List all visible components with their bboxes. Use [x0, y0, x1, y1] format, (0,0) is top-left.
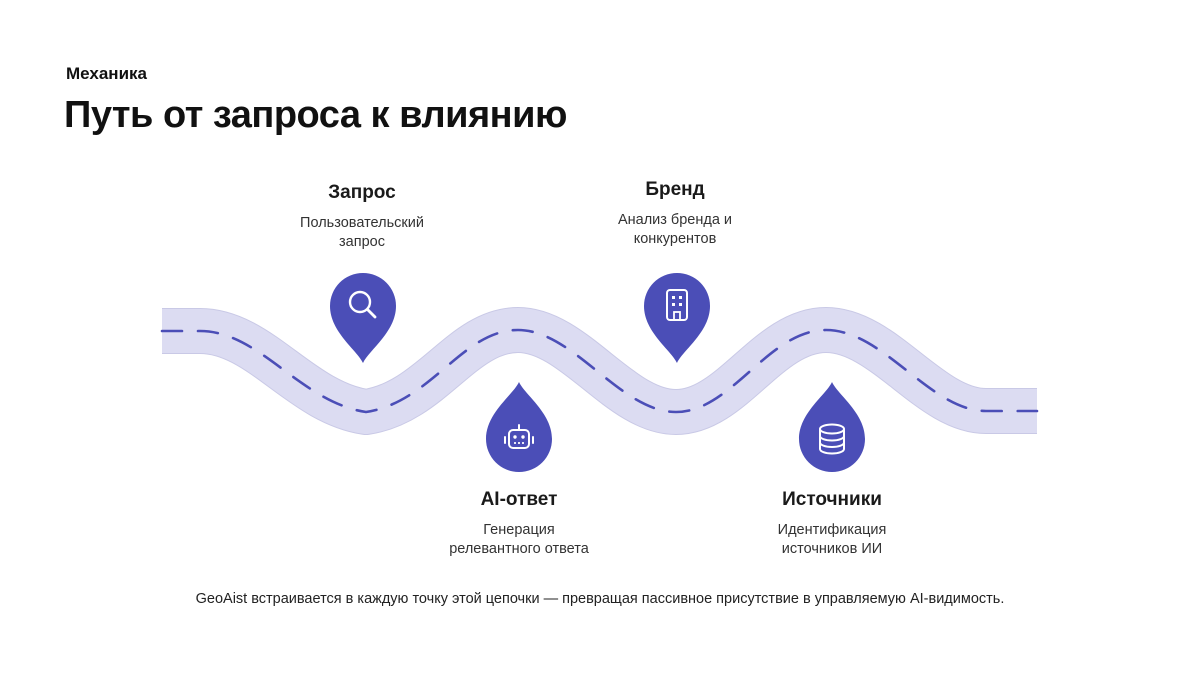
- step-description-line: Пользовательский: [300, 215, 424, 231]
- pin-brand: [642, 270, 712, 365]
- pin-sources: [797, 380, 867, 475]
- step-brand: Бренд Анализ бренда и конкурентов: [565, 179, 785, 249]
- step-title: Источники: [782, 489, 882, 510]
- step-description-line: источников ИИ: [781, 541, 883, 557]
- pin-ai-answer: [484, 380, 554, 475]
- step-description: Идентификация источников ИИ: [722, 521, 942, 559]
- step-description-line: Генерация: [483, 522, 555, 538]
- step-description-line: Идентификация: [777, 522, 887, 538]
- search-icon: [344, 286, 382, 324]
- page-title: Путь от запроса к влиянию: [64, 94, 567, 136]
- step-description-line: запрос: [339, 234, 385, 250]
- section-eyebrow: Механика: [66, 64, 147, 83]
- road-center-dashes: [160, 328, 1039, 414]
- road-surface: [162, 308, 1037, 434]
- step-ai-answer: AI-ответ Генерация релевантного ответа: [409, 489, 629, 559]
- step-title: Запрос: [328, 182, 396, 203]
- step-description-line: релевантного ответа: [449, 541, 589, 557]
- step-description-line: конкурентов: [633, 231, 717, 247]
- step-title: Бренд: [645, 179, 705, 200]
- step-title: AI-ответ: [480, 489, 558, 510]
- step-request: Запрос Пользовательский запрос: [252, 182, 472, 252]
- database-icon: [813, 420, 851, 458]
- step-description-line: Анализ бренда и: [617, 212, 733, 228]
- footer-note: GeoAist встраивается в каждую точку этой…: [195, 591, 1005, 607]
- step-description: Генерация релевантного ответа: [409, 521, 629, 559]
- step-sources: Источники Идентификация источников ИИ: [722, 489, 942, 559]
- pin-request: [328, 270, 398, 365]
- step-description: Пользовательский запрос: [252, 214, 472, 252]
- robot-icon: [500, 420, 538, 458]
- building-icon: [658, 286, 696, 324]
- step-description: Анализ бренда и конкурентов: [565, 211, 785, 249]
